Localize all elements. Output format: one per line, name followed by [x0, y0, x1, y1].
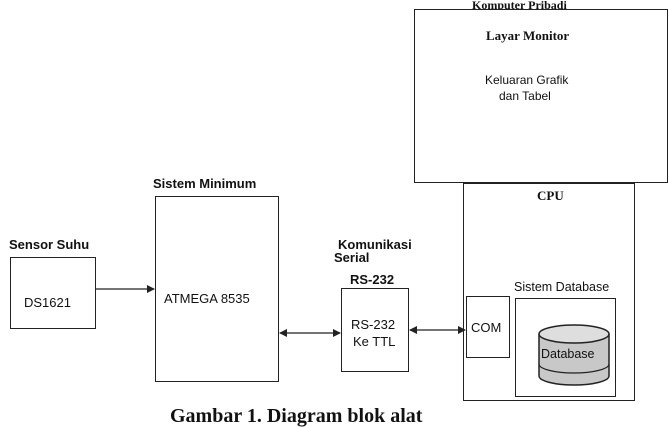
com-port-box — [466, 296, 510, 358]
minimum-system-title: Sistem Minimum — [153, 176, 257, 191]
monitor-box — [414, 9, 668, 183]
database-label: Database — [541, 347, 595, 361]
serial-converter-box — [341, 288, 409, 372]
converter-label-line2: Ke TTL — [353, 334, 396, 349]
sensor-box — [10, 257, 96, 329]
microcontroller-label: ATMEGA 8535 — [164, 291, 250, 306]
sensor-title: Sensor Suhu — [9, 237, 90, 252]
figure-caption: Gambar 1. Diagram blok alat — [170, 405, 423, 427]
output-label-line2: dan Tabel — [499, 89, 551, 103]
serial-title-line2: Serial — [334, 250, 370, 265]
serial-title-line1: Komunikasi — [338, 237, 412, 252]
monitor-label: Layar Monitor — [486, 28, 570, 43]
converter-label-line1: RS-232 — [351, 317, 396, 332]
cpu-label: CPU — [537, 188, 564, 203]
output-label-line1: Keluaran Grafik — [485, 73, 569, 87]
minimum-system-box — [155, 196, 279, 382]
database-cylinder-icon — [538, 324, 610, 386]
serial-title-line3: RS-232 — [350, 272, 395, 287]
database-system-label: Sistem Database — [514, 280, 610, 294]
com-label: COM — [471, 320, 502, 335]
sensor-chip-label: DS1621 — [24, 295, 71, 310]
